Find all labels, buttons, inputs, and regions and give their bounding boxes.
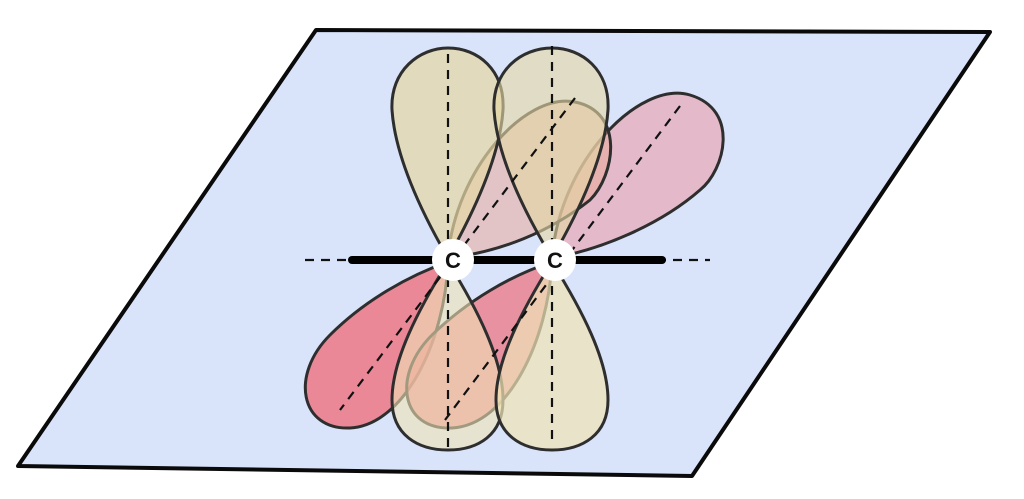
atom-right-label: C [547,248,563,273]
atom-right: C [534,239,576,281]
lower-vertical-lobe-left [390,259,505,452]
nodal-plane [16,28,992,478]
atom-right-circle [534,239,576,281]
atom-left-circle [432,239,474,281]
atom-left-label: C [445,248,461,273]
atom-left: C [432,239,474,281]
